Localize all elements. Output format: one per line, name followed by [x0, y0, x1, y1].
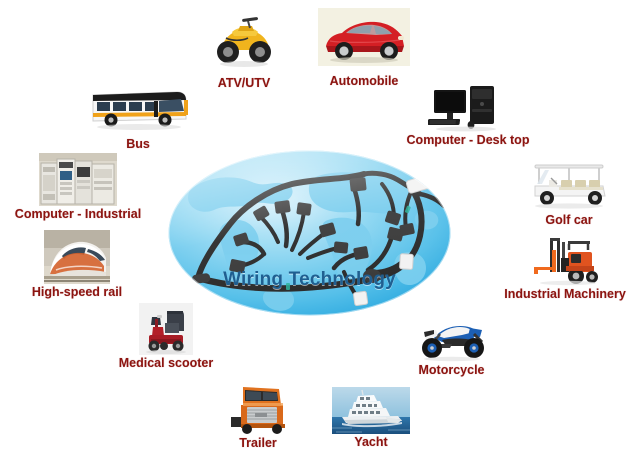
- centre-ellipse-node: Wiring Technology: [168, 150, 451, 316]
- label-computer-desktop: Computer - Desk top: [406, 133, 530, 147]
- label-trailer: Trailer: [239, 436, 277, 450]
- atv-photo: [212, 8, 276, 68]
- label-computer-industrial: Computer - Industrial: [14, 207, 142, 221]
- globe-ellipse-graphic: [168, 150, 451, 316]
- node-industrial-machinery[interactable]: Industrial Machinery: [504, 236, 626, 305]
- car-photo: [318, 8, 410, 66]
- label-high-speed-rail: High-speed rail: [31, 285, 123, 299]
- desktop-computer-photo: [428, 82, 508, 132]
- label-automobile: Automobile: [329, 74, 399, 88]
- bus-photo: [85, 85, 191, 133]
- label-atv-utv: ATV/UTV: [217, 76, 271, 90]
- yacht-photo: [332, 387, 410, 434]
- forklift-photo: [528, 236, 602, 286]
- golf-car-photo: [525, 160, 613, 212]
- node-computer-desktop[interactable]: Computer - Desk top: [407, 82, 529, 151]
- label-motorcycle: Motorcycle: [418, 363, 485, 377]
- label-bus: Bus: [126, 137, 150, 151]
- node-golf-car[interactable]: Golf car: [525, 160, 613, 231]
- node-atv-utv[interactable]: ATV/UTV: [212, 8, 276, 94]
- label-yacht: Yacht: [354, 435, 388, 449]
- label-medical-scooter: Medical scooter: [118, 356, 214, 370]
- node-yacht[interactable]: Yacht: [332, 387, 410, 453]
- mobility-scooter-photo: [139, 303, 193, 355]
- industrial-computer-photo: [39, 153, 117, 206]
- label-golf-car: Golf car: [545, 213, 593, 227]
- motorcycle-photo: [412, 310, 491, 362]
- label-industrial-machinery: Industrial Machinery: [504, 287, 626, 301]
- bullet-train-photo: [44, 230, 110, 284]
- node-bus[interactable]: Bus: [85, 85, 191, 155]
- node-high-speed-rail[interactable]: High-speed rail: [32, 230, 122, 303]
- node-automobile[interactable]: Automobile: [318, 8, 410, 92]
- node-trailer[interactable]: Trailer: [227, 383, 289, 454]
- node-motorcycle[interactable]: Motorcycle: [412, 310, 491, 381]
- truck-tractor-photo: [227, 383, 289, 435]
- centre-label: Wiring Technology: [223, 269, 396, 290]
- node-computer-industrial[interactable]: Computer - Industrial: [15, 153, 141, 225]
- node-medical-scooter[interactable]: Medical scooter: [119, 303, 213, 374]
